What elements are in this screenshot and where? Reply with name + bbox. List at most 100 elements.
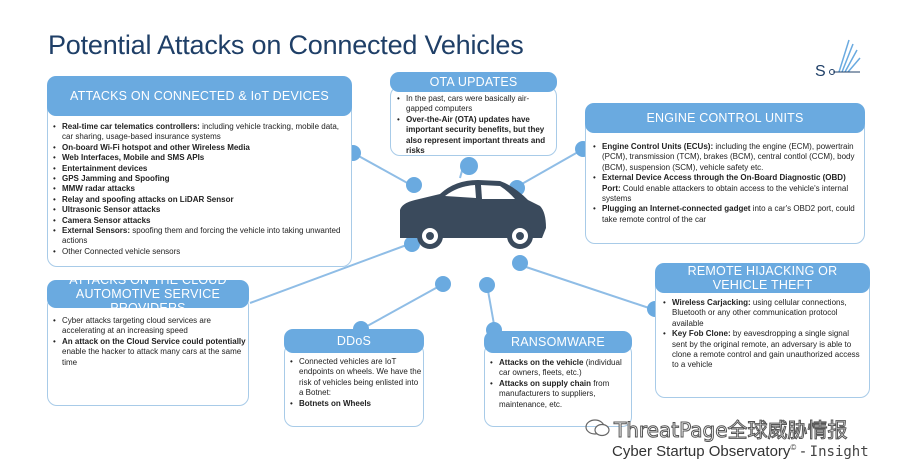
ecu-list-item: Engine Control Units (ECUs): including t…: [592, 142, 862, 173]
iot-list-item: GPS Jamming and Spoofing: [52, 174, 348, 185]
observatory-logo-icon: S: [815, 39, 861, 80]
ransom-item-text: (individual car owners, fleets, etc.): [499, 358, 622, 378]
ddos-item-text: Connected vehicles are IoT endpoints on …: [299, 357, 422, 398]
hijack-item-text: by eavesdropping a single signal sent by…: [672, 329, 860, 370]
ecu-list-item: Plugging an Internet-connected gadget in…: [592, 204, 862, 225]
ddos-header: DDoS: [284, 329, 424, 353]
ota-title: OTA UPDATES: [429, 75, 518, 89]
iot-list-item: Web Interfaces, Mobile and SMS APIs: [52, 153, 348, 164]
iot-item-bold: MMW radar attacks: [62, 184, 135, 194]
iot-item-bold: External Sensors:: [62, 226, 131, 236]
iot-item-bold: Real-time car telematics controllers:: [62, 122, 200, 131]
iot-item-bold: Web Interfaces, Mobile and SMS APIs: [62, 153, 205, 163]
cloud-item-bold: An attack on the Cloud Service could pot…: [62, 336, 246, 346]
ddos-item-bold: Botnets on Wheels: [299, 398, 372, 408]
iot-attacks-title: ATTACKS ON CONNECTED & IoT DEVICES: [70, 89, 329, 103]
iot-list-item: External Sensors: spoofing them and forc…: [52, 226, 348, 247]
ecu-item-bold: Plugging an Internet-connected gadget: [602, 204, 751, 214]
ransomware-list: Attacks on the vehicle (individual car o…: [489, 358, 629, 410]
cloud-title-line2: AUTOMOTIVE SERVICE PROVIDERS: [75, 287, 221, 315]
iot-item-text: Other Connected vehicle sensors: [62, 246, 181, 256]
cloud-title-line1: ATTACKS ON THE CLOUD: [69, 273, 227, 287]
ecu-item-text: into a car's OBD2 port, could take remot…: [602, 204, 855, 224]
ecu-item-text: Could enable attackers to obtain access …: [602, 183, 849, 204]
ddos-title: DDoS: [336, 334, 372, 348]
node-dot-ota: [460, 157, 478, 175]
iot-item-bold: On-board Wi-Fi hotspot and other Wireles…: [62, 142, 250, 152]
ecu-header: ENGINE CONTROL UNITS: [585, 103, 865, 133]
connector-cloud: [249, 242, 413, 304]
cloud-list-item: Cyber attacks targeting cloud services a…: [52, 316, 246, 337]
ransomware-header: RANSOMWARE: [484, 331, 632, 353]
hijack-title-line1: REMOTE HIJACKING OR: [687, 264, 838, 278]
car-icon: [400, 180, 546, 249]
ddos-list: Connected vehicles are IoT endpoints on …: [289, 357, 422, 409]
iot-item-bold: Entertainment devices: [62, 163, 148, 173]
ransomware-title: RANSOMWARE: [511, 335, 605, 349]
ransom-list-item: Attacks on the vehicle (individual car o…: [489, 358, 629, 379]
connector-ddos: [359, 282, 446, 331]
hijack-list-item: Key Fob Clone: by eavesdropping a single…: [662, 329, 865, 371]
node-dot-ransom: [479, 277, 495, 293]
iot-item-bold: Camera Sensor attacks: [62, 215, 151, 225]
iot-attacks-header: ATTACKS ON CONNECTED & IoT DEVICES: [47, 76, 352, 116]
cloud-list: Cyber attacks targeting cloud services a…: [52, 316, 246, 368]
connector-ecu: [519, 147, 586, 186]
iot-list-item: Real-time car telematics controllers: in…: [52, 122, 348, 143]
footer-mark: ©: [790, 443, 797, 452]
node-dot-car-left: [406, 177, 422, 193]
hijack-list: Wireless Carjacking: using cellular conn…: [662, 298, 865, 371]
ransom-item-text: from manufacturers to suppliers, mainten…: [499, 378, 610, 409]
ransom-item-bold: Attacks on the vehicle: [499, 358, 584, 367]
cloud-list-item: An attack on the Cloud Service could pot…: [52, 337, 246, 368]
ota-item-bold: Over-the-Air (OTA) updates have importan…: [406, 114, 546, 156]
footer-insight: Insight: [809, 444, 869, 460]
wechat-icon: [585, 419, 610, 437]
ecu-item-bold: External Device Access through the On-Bo…: [602, 173, 846, 193]
ota-list-item: Over-the-Air (OTA) updates have importan…: [396, 115, 553, 157]
logo-letter: S: [815, 63, 826, 80]
node-dot-ddos: [435, 276, 451, 292]
iot-list-item: Ultrasonic Sensor attacks: [52, 205, 348, 216]
footer-separator: -: [796, 443, 810, 460]
hijack-title-line2: VEHICLE THEFT: [712, 278, 813, 292]
iot-list-item: MMW radar attacks: [52, 184, 348, 195]
ecu-list-item: External Device Access through the On-Bo…: [592, 173, 862, 204]
node-dot-car-low-right: [512, 255, 528, 271]
iot-list-item: Other Connected vehicle sensors: [52, 246, 348, 258]
ecu-item-bold: Engine Control Units (ECUs):: [602, 142, 714, 151]
cloud-item-text: Cyber attacks targeting cloud services a…: [62, 316, 211, 336]
ecu-item-text: including the engine (ECM), powertrain (…: [602, 142, 855, 172]
ecu-list: Engine Control Units (ECUs): including t…: [592, 142, 862, 225]
page-title: Potential Attacks on Connected Vehicles: [48, 30, 524, 60]
ransom-list-item: Attacks on supply chain from manufacture…: [489, 379, 629, 410]
hijack-item-bold: Key Fob Clone:: [672, 329, 731, 339]
connector-hijack: [519, 264, 656, 311]
iot-item-text: including vehicle tracking, mobile data,…: [62, 122, 340, 142]
footer-brand: Cyber Startup Observatory: [612, 443, 791, 460]
node-dot-car-low-left: [404, 236, 420, 252]
ota-item-text: In the past, cars were basically air-gap…: [406, 94, 530, 114]
watermark-text: ThreatPage全球威胁情报: [614, 418, 848, 443]
iot-item-text: spoofing them and forcing the vehicle in…: [62, 226, 341, 246]
iot-list-item: Camera Sensor attacks: [52, 215, 348, 227]
iot-list-item: Relay and spoofing attacks on LiDAR Sens…: [52, 195, 348, 206]
ota-header: OTA UPDATES: [390, 72, 557, 92]
ddos-list-item: Connected vehicles are IoT endpoints on …: [289, 357, 422, 399]
ota-list: In the past, cars were basically air-gap…: [396, 94, 553, 156]
ransom-item-bold: Attacks on supply chain: [499, 378, 592, 388]
ota-list-item: In the past, cars were basically air-gap…: [396, 94, 553, 115]
iot-list-item: Entertainment devices: [52, 163, 348, 175]
ddos-list-item: Botnets on Wheels: [289, 398, 422, 410]
iot-list-item: On-board Wi-Fi hotspot and other Wireles…: [52, 142, 348, 154]
iot-item-bold: GPS Jamming and Spoofing: [62, 174, 170, 184]
iot-attacks-list: Real-time car telematics controllers: in…: [52, 122, 348, 258]
hijack-item-bold: Wireless Carjacking:: [672, 298, 751, 307]
footer-credit: Cyber Startup Observatory© - Insight: [612, 443, 869, 460]
hijack-list-item: Wireless Carjacking: using cellular conn…: [662, 298, 865, 329]
cloud-item-text: enable the hacker to attack many cars at…: [62, 347, 242, 367]
ecu-title: ENGINE CONTROL UNITS: [646, 111, 804, 125]
